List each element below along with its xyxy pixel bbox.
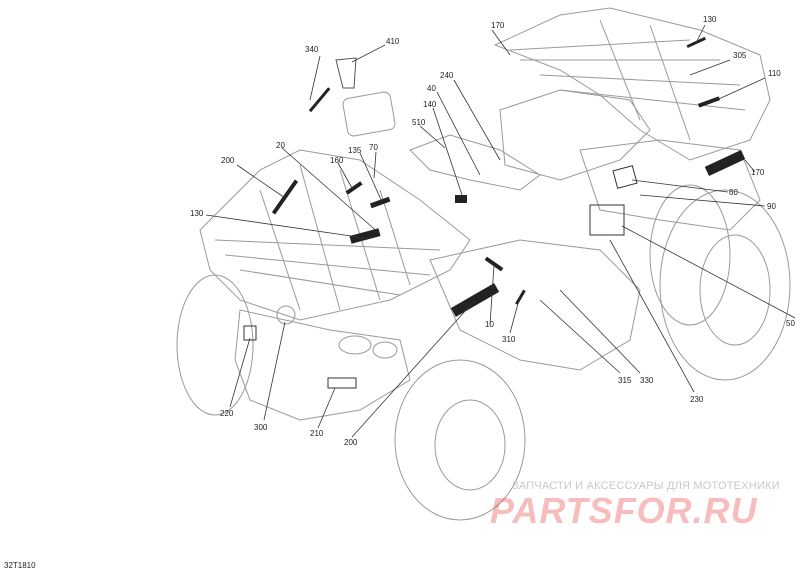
decal-140 [455,195,467,203]
rear-rack [493,7,771,161]
watermark-brand: PARTSFOR.RU [490,490,758,531]
decal-340 [308,87,331,113]
callout: 410 [386,37,400,46]
callout: 90 [767,202,776,211]
front-rack-slats [214,164,441,311]
decal-10 [484,256,504,272]
callout: 330 [640,376,654,385]
callout: 220 [220,409,234,418]
callout: 60 [729,188,738,197]
headlight-left [338,335,372,355]
decal-210 [327,377,357,389]
callout: 510 [412,118,426,127]
callout-labels: 340 410 170 130 305 110 240 40 140 510 7… [4,15,795,570]
side-panel [579,139,761,231]
decal-410 [335,57,357,89]
rear-right-wheel [659,189,791,381]
callout: 40 [427,84,436,93]
decal-130-front [349,228,381,244]
callout: 70 [369,143,378,152]
callout: 300 [254,423,268,432]
callout: 170 [491,21,505,30]
decal-135 [369,196,391,209]
callout: 340 [305,45,319,54]
atv-outline [176,7,791,521]
callout: 10 [485,320,494,329]
rear-right-rim [699,234,771,346]
decal-cam-am-rear [704,150,746,176]
headlight-right [372,341,398,359]
callout: 110 [768,69,781,78]
front-right-wheel [394,359,526,521]
decal-310 [515,289,526,305]
handlebar [409,134,541,191]
callout: 20 [276,141,285,150]
front-left-wheel [176,274,254,416]
front-rack [199,149,471,321]
callout: 130 [190,209,204,218]
seat [499,89,651,181]
callout: 210 [310,429,324,438]
decal-60 [612,165,638,189]
front-right-rim [434,399,506,491]
callout: 130 [703,15,717,24]
callout: 305 [733,51,747,60]
rear-rack-slats [509,19,746,141]
callout: 170 [751,168,765,177]
callout: 240 [440,71,454,80]
front-bumper [234,309,411,421]
callout: 310 [502,335,516,344]
side-fender [429,239,641,371]
callout: 200 [344,438,358,447]
callout: 230 [690,395,704,404]
front-emblem [276,305,296,325]
decal-90 [589,204,625,236]
decal-200-rack [271,179,299,215]
rear-left-wheel [649,184,731,326]
callout: 50 [786,319,795,328]
callout: 140 [423,100,437,109]
callout: 135 [348,146,362,155]
decal-160 [345,181,363,195]
decal-110 [697,96,721,108]
mirror [342,91,396,137]
callout: 160 [330,156,344,165]
drawing-id: 32T1810 [4,561,36,570]
leader-lines [205,24,796,438]
callout: 200 [221,156,235,165]
decal-220 [243,325,257,341]
watermark-tagline: ЗАПЧАСТИ И АКСЕССУАРЫ ДЛЯ МОТОТЕХНИКИ [512,480,780,492]
callout: 315 [618,376,632,385]
